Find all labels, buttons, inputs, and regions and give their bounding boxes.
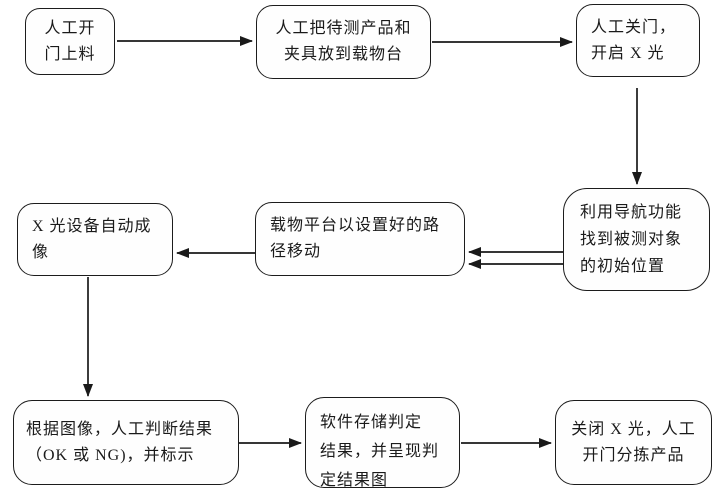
flow-node-text-line: 关闭 X 光，人工 — [571, 420, 696, 438]
flow-node-text-line: （OK 或 NG)，并标示 — [26, 446, 195, 464]
flow-node-close-door-start-xray: 人工关门， 开启 X 光 — [576, 4, 700, 77]
flow-node-text-line: 径移动 — [270, 243, 322, 260]
flow-node-place-product-and-fixture: 人工把待测产品和 夹具放到载物台 — [256, 5, 431, 79]
flow-node-text-line: 根据图像，人工判断结果 — [26, 420, 214, 438]
flow-node-text-line: 开启 X 光 — [591, 44, 665, 62]
flow-node-close-xray-sort-product: 关闭 X 光，人工 开门分拣产品 — [555, 400, 712, 485]
flow-node-stage-moves-along-path: 载物平台以设置好的路 径移动 — [255, 202, 465, 276]
flow-node-navigate-to-initial-position: 利用导航功能 找到被测对象 的初始位置 — [563, 188, 710, 291]
flow-node-text-line: X 光设备自动成 — [32, 217, 152, 235]
flow-node-text-line: 人工把待测产品和 — [275, 20, 412, 37]
flow-node-xray-auto-imaging: X 光设备自动成 像 — [17, 203, 173, 276]
flow-node-software-store-result: 软件存储判定 结果，并呈现判 定结果图 — [305, 397, 460, 488]
flow-node-text-line: 载物平台以设置好的路 — [270, 217, 441, 234]
flow-node-manual-judgement: 根据图像，人工判断结果 （OK 或 NG)，并标示 — [13, 400, 239, 485]
flow-node-text-line: 门上料 — [44, 45, 96, 63]
flow-node-text-line: 软件存储判定 — [320, 414, 423, 431]
flow-node-text-line: 人工开 — [44, 19, 96, 37]
flow-node-text-line: 开门分拣产品 — [582, 446, 685, 464]
flow-node-text-line: 夹具放到载物台 — [283, 46, 403, 63]
flow-node-text-line: 人工关门， — [591, 18, 677, 36]
flow-node-text-line: 找到被测对象 — [580, 231, 683, 248]
flow-node-manual-open-door-loading: 人工开 门上料 — [25, 8, 115, 75]
flow-node-text-line: 像 — [32, 243, 50, 261]
flow-node-text-line: 利用导航功能 — [580, 204, 683, 221]
flow-node-text-line: 结果，并呈现判 — [320, 443, 440, 460]
flow-node-text-line: 定结果图 — [320, 472, 389, 488]
flow-node-text-line: 的初始位置 — [580, 258, 666, 275]
